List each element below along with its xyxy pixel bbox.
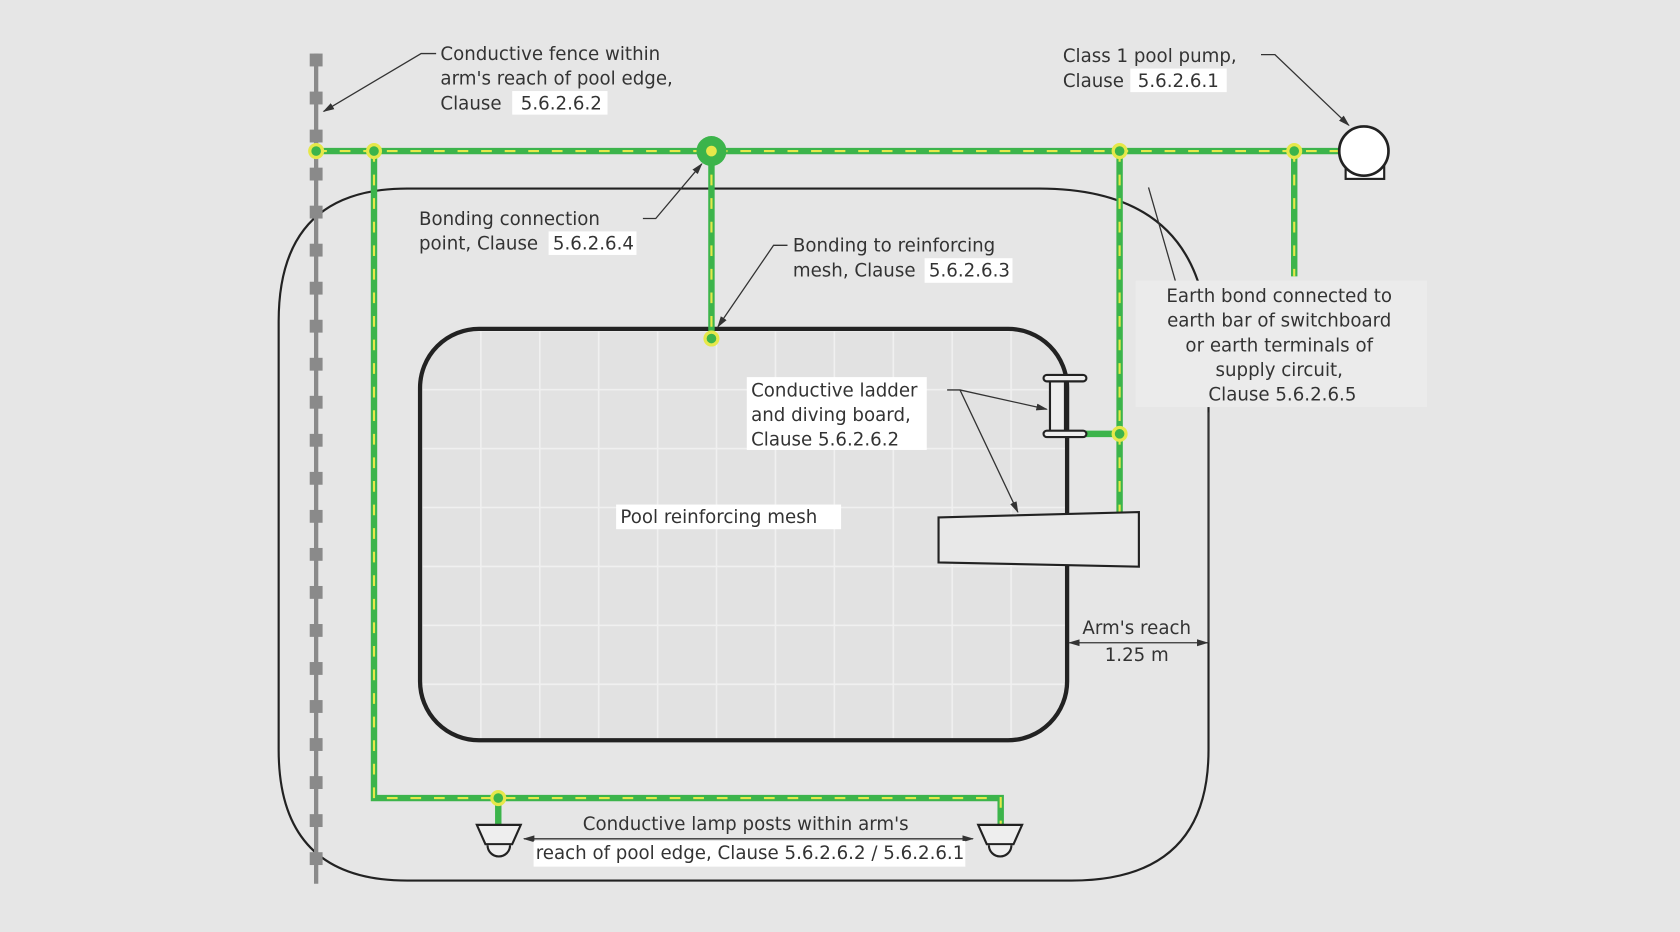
earth-label-line1: Earth bond connected to xyxy=(1166,286,1392,307)
pool-pump-icon xyxy=(1337,125,1390,180)
fence-clause: 5.6.2.6.2 xyxy=(521,93,602,114)
label-fence: Conductive fence within arm's reach of p… xyxy=(440,44,673,115)
bonding-point-clause: 5.6.2.6.4 xyxy=(553,234,634,255)
fence-post xyxy=(309,167,323,181)
fence-post xyxy=(309,852,323,866)
fence-label-line2: arm's reach of pool edge, xyxy=(440,69,672,90)
fence-post xyxy=(309,129,323,143)
label-bonding-point: Bonding connection point, Clause 5.6.2.6… xyxy=(419,209,637,255)
bonding-point-label-line2: point, Clause xyxy=(419,234,538,255)
label-ladder: Conductive ladder and diving board, Clau… xyxy=(746,377,927,451)
fence-post xyxy=(309,509,323,523)
fence-post xyxy=(309,91,323,105)
conductive-fence xyxy=(309,53,323,884)
fence-post xyxy=(309,281,323,295)
label-mesh-bond: Bonding to reinforcing mesh, Clause 5.6.… xyxy=(793,236,1013,283)
ladder-label-line2: and diving board, xyxy=(751,405,911,426)
earth-label-line4: supply circuit, xyxy=(1216,360,1343,381)
fence-post xyxy=(309,624,323,637)
arms-reach-label: Arm's reach xyxy=(1082,618,1191,639)
mesh-bond-label-line1: Bonding to reinforcing xyxy=(793,236,995,257)
fence-post xyxy=(309,357,323,371)
diving-board-icon xyxy=(937,510,1140,568)
leader-lines xyxy=(322,52,1350,843)
earth-label-line2: earth bar of switchboard xyxy=(1167,311,1391,332)
pump-clause: 5.6.2.6.1 xyxy=(1138,71,1219,92)
label-arms-reach: Arm's reach 1.25 m xyxy=(1082,618,1191,666)
fence-post xyxy=(309,205,323,219)
fence-label-line1: Conductive fence within xyxy=(440,44,660,65)
ladder-icon xyxy=(1042,373,1088,439)
junction-dots xyxy=(308,143,1303,807)
fence-post xyxy=(309,738,323,751)
pump-label-line1: Class 1 pool pump, xyxy=(1063,46,1237,67)
mesh-bond-label-line2: mesh, Clause xyxy=(793,260,916,281)
fence-post xyxy=(309,471,323,485)
fence-post xyxy=(309,585,323,599)
pump-label-line2: Clause xyxy=(1063,71,1124,92)
ladder-label-line1: Conductive ladder xyxy=(751,380,918,401)
ladder-label-line3: Clause 5.6.2.6.2 xyxy=(751,430,899,451)
fence-post xyxy=(309,53,323,67)
fence-post xyxy=(309,547,323,561)
label-pump: Class 1 pool pump, Clause 5.6.2.6.1 xyxy=(1063,46,1237,93)
label-lamps: Conductive lamp posts within arm's reach… xyxy=(533,814,966,867)
fence-post xyxy=(309,776,323,789)
lamps-label-line1: Conductive lamp posts within arm's xyxy=(583,814,909,835)
fence-post xyxy=(309,662,323,675)
lamp-post-icon-right xyxy=(976,823,1024,858)
lamps-label-line2: reach of pool edge, Clause 5.6.2.6.2 / 5… xyxy=(536,843,965,864)
earth-label-line5: Clause 5.6.2.6.5 xyxy=(1208,385,1356,406)
fence-post xyxy=(309,395,323,409)
bonding-point-label-line1: Bonding connection xyxy=(419,209,600,230)
earth-label-line3: or earth terminals of xyxy=(1185,335,1373,356)
fence-post xyxy=(309,814,323,828)
fence-post xyxy=(309,433,323,447)
arms-reach-value: 1.25 m xyxy=(1105,645,1169,666)
pool-surround-outline xyxy=(277,187,1210,882)
fence-post xyxy=(309,243,323,257)
label-mesh: Pool reinforcing mesh xyxy=(616,504,842,530)
fence-label-line3: Clause xyxy=(440,93,501,114)
lamp-post-icon-left xyxy=(475,823,523,858)
label-earth-bond: Earth bond connected to earth bar of swi… xyxy=(1135,280,1428,408)
fence-post xyxy=(309,700,323,713)
mesh-label: Pool reinforcing mesh xyxy=(620,507,817,528)
mesh-bond-clause: 5.6.2.6.3 xyxy=(929,260,1010,281)
fence-post xyxy=(309,319,323,333)
